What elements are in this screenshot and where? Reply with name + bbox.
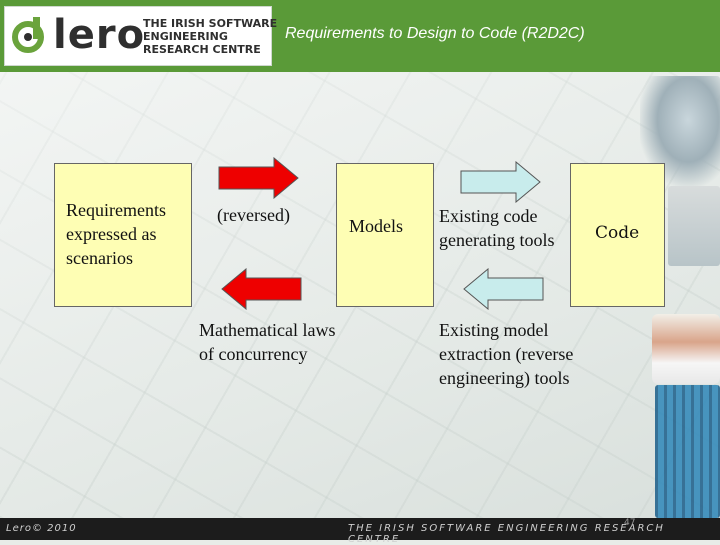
reversed-label: (reversed)	[217, 205, 290, 225]
footer-bar: Lero© 2010 THE IRISH SOFTWARE ENGINEERIN…	[0, 518, 720, 545]
office-people-image	[668, 186, 720, 266]
blue-arrow-left-icon	[463, 268, 544, 310]
existing-code-label: Existing code generating tools	[439, 206, 555, 250]
page-number: 47	[624, 518, 636, 528]
models-text: Models	[349, 216, 403, 236]
circuit-board-image	[655, 385, 720, 518]
lero-logo-icon	[12, 17, 44, 53]
red-arrow-right-icon	[218, 157, 299, 199]
logo-tagline: THE IRISH SOFTWARE ENGINEERING RESEARCH …	[143, 17, 278, 56]
math-laws-label: Mathematical laws of concurrency	[199, 320, 336, 364]
lero-logo: lero THE IRISH SOFTWARE ENGINEERING RESE…	[4, 6, 277, 66]
models-box	[336, 163, 434, 307]
header-bar: lero THE IRISH SOFTWARE ENGINEERING RESE…	[0, 0, 720, 72]
model-extraction-label: Existing model extraction (reverse engin…	[439, 320, 574, 388]
requirements-box	[54, 163, 192, 307]
footer-org-name: THE IRISH SOFTWARE ENGINEERING RESEARCH …	[348, 523, 665, 545]
slide-title: Requirements to Design to Code (R2D2C)	[285, 25, 585, 42]
code-text: Code	[595, 223, 640, 243]
code-box	[570, 163, 665, 307]
footer-copyright: Lero© 2010	[6, 523, 77, 534]
blue-arrow-right-icon	[460, 161, 541, 203]
logo-word: lero	[53, 12, 146, 58]
red-arrow-left-icon	[221, 268, 302, 310]
woman-laptop-image	[652, 314, 720, 384]
requirements-text: Requirements expressed as scenarios	[66, 200, 166, 268]
